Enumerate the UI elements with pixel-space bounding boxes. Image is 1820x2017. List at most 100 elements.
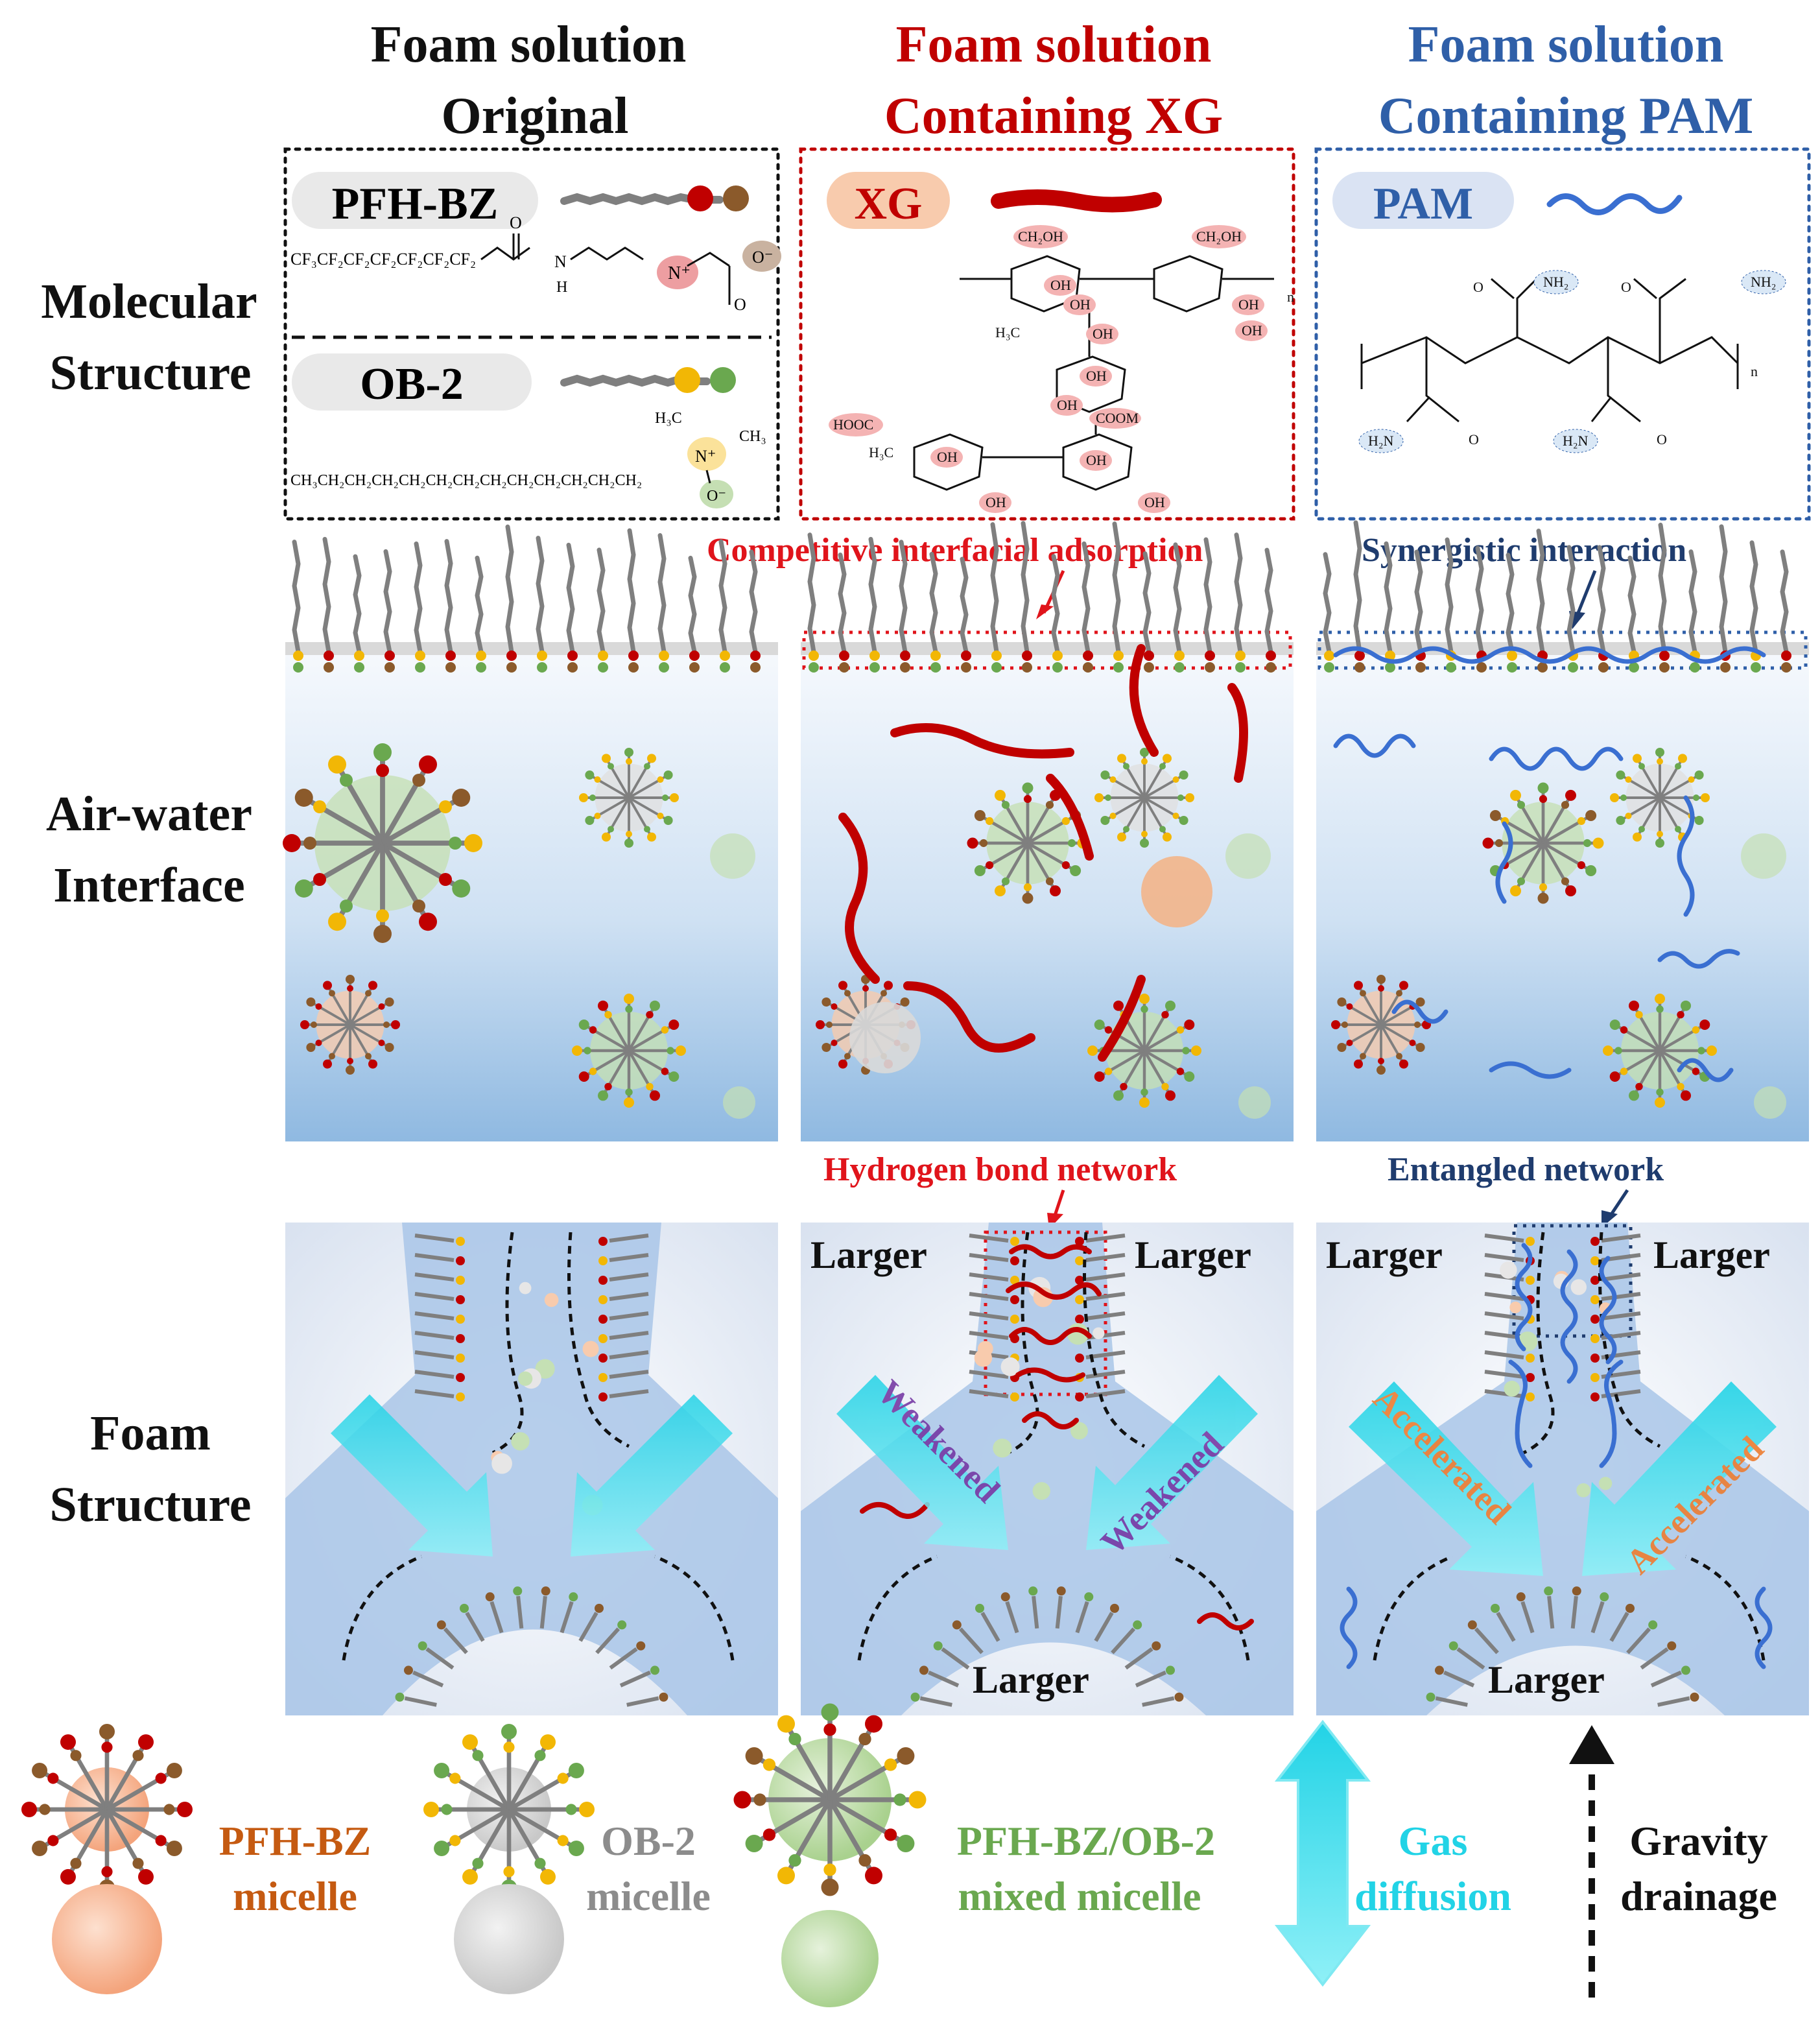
gas-diffusion-label-2: diffusion: [1354, 1873, 1511, 1919]
mixed-micelle-label-1: PFH-BZ/OB-2: [957, 1818, 1215, 1864]
row-label-molecular-1: Molecular: [41, 274, 257, 329]
xg-name: XG: [855, 179, 923, 229]
pam-amide-groups: O NH₂ O NH₂ H₂N O H₂N O n: [1358, 270, 1786, 453]
svg-text:NH₂: NH₂: [1543, 274, 1568, 290]
interface-pfh-micelle: [300, 975, 400, 1075]
interface-ob-micelle: [1610, 748, 1710, 848]
ob-micelle-ball-icon: [454, 1884, 564, 1994]
svg-text:CH₂OH: CH₂OH: [1196, 228, 1242, 245]
svg-text:OH: OH: [1144, 494, 1165, 510]
col1-title-line1: Foam solution: [371, 16, 687, 73]
interface-mixed-micelle: [1482, 782, 1604, 904]
mixed-micelle-label-2: mixed micelle: [958, 1873, 1201, 1919]
svg-text:COOM: COOM: [1096, 410, 1139, 426]
legend-ob-micelle: OB-2 micelle: [423, 1724, 711, 1994]
svg-text:H₂N: H₂N: [1563, 433, 1589, 449]
svg-text:O⁻: O⁻: [752, 248, 774, 267]
foam-surfactants-col3: [1340, 1232, 1773, 1707]
hbond-network-label: Hydrogen bond network: [823, 1151, 1177, 1188]
svg-text:OH: OH: [937, 449, 958, 465]
col3-title-line2: Containing PAM: [1378, 88, 1754, 145]
svg-text:OH: OH: [986, 494, 1006, 510]
interface-mixed-micelle-2: [1603, 994, 1717, 1108]
gas-diffusion-arrow-icon: [1274, 1719, 1371, 1987]
svg-text:OH: OH: [1242, 322, 1262, 339]
svg-text:NH₂: NH₂: [1751, 274, 1776, 290]
interface-ob-micelle: [1094, 748, 1194, 848]
pfh-bz-cation-head-icon: [687, 185, 713, 211]
foam-panel-pam: [1316, 1223, 1809, 1715]
svg-text:N⁺: N⁺: [668, 263, 691, 283]
xg-structure-box: XG CH₂OH CH₂OH OH OH OH OH OH OH OH CO: [799, 147, 1295, 521]
foam-surfactants-col1: [342, 1232, 735, 1707]
gravity-drainage-label-2: drainage: [1620, 1873, 1777, 1919]
legend-mixed-micelle: PFH-BZ/OB-2 mixed micelle: [733, 1703, 1215, 2007]
gravity-drainage-label-1: Gravity: [1629, 1818, 1767, 1864]
svg-text:n: n: [1751, 363, 1758, 379]
interface-panel-pam: [1316, 630, 1809, 1141]
svg-text:OH: OH: [1057, 397, 1078, 413]
svg-text:H₃C: H₃C: [869, 444, 893, 460]
svg-text:O: O: [510, 213, 522, 232]
svg-text:H₃C: H₃C: [995, 324, 1020, 340]
svg-text:N: N: [554, 252, 567, 271]
pfh-ob-structure-box: PFH-BZ CF₃CF₂CF₂CF₂CF₂CF₂CF₂ O N H N⁺ O …: [283, 147, 781, 521]
svg-text:O: O: [1657, 431, 1667, 448]
svg-text:HOOC: HOOC: [833, 416, 873, 433]
pam-chain-icon: [1546, 193, 1683, 215]
svg-text:N⁺: N⁺: [695, 447, 716, 466]
pfh-micelle-label-2: micelle: [233, 1873, 357, 1919]
larger-labels: Larger Larger Larger Larger Larger Large…: [810, 1234, 1770, 1701]
interface-surfactants-col1: [283, 524, 761, 1119]
svg-text:O⁻: O⁻: [707, 488, 726, 505]
svg-text:OH: OH: [1050, 277, 1071, 293]
legend-gravity-drainage: Gravity drainage: [1569, 1725, 1777, 1998]
svg-text:O: O: [734, 295, 746, 314]
svg-text:CH₂OH: CH₂OH: [1018, 228, 1063, 245]
interface-surfactants-col3: [1323, 520, 1791, 1119]
ob2-anion-head-icon: [710, 367, 736, 393]
larger-label-xg-right: Larger: [1135, 1234, 1251, 1276]
larger-label-pam-left: Larger: [1326, 1234, 1443, 1276]
pfh-micelle-label-1: PFH-BZ: [219, 1818, 372, 1864]
svg-text:OH: OH: [1238, 296, 1259, 313]
svg-text:H₂N: H₂N: [1368, 433, 1394, 449]
interface-surfactants-col2: [807, 521, 1276, 1119]
pam-name: PAM: [1373, 179, 1473, 229]
interface-mixed-micelle: [283, 743, 482, 943]
svg-text:H: H: [556, 279, 567, 296]
row-label-interface-1: Air-water: [46, 787, 252, 841]
pfh-bz-anion-head-icon: [723, 185, 749, 211]
ob2-formula: CH₃CH₂CH₂CH₂CH₂CH₂CH₂CH₂CH₂CH₂CH₂CH₂CH₂: [290, 472, 642, 489]
row-label-molecular-2: Structure: [50, 346, 252, 400]
col3-title-line1: Foam solution: [1408, 16, 1724, 73]
synergistic-interaction-label: Synergistic interaction: [1362, 532, 1686, 569]
legend: PFH-BZ micelle OB-2 micelle PFH-BZ/OB-2 …: [21, 1703, 1777, 2007]
mixed-micelle-ball-icon: [781, 1910, 879, 2007]
legend-pfh-micelle-spokes: [21, 1724, 193, 1895]
ob2-name: OB-2: [360, 359, 463, 409]
svg-text:n: n: [1287, 289, 1294, 305]
ob-micelle-label-2: micelle: [586, 1873, 711, 1919]
pfh-bz-name: PFH-BZ: [332, 179, 499, 229]
gas-diffusion-label-1: Gas: [1399, 1818, 1468, 1864]
svg-text:H₃C: H₃C: [655, 410, 682, 427]
foam-panel-original: [285, 1223, 778, 1715]
foam-surfactants-col2: [857, 1232, 1254, 1707]
legend-gas-diffusion: Gas diffusion: [1274, 1719, 1511, 1987]
svg-text:OH: OH: [1070, 296, 1091, 313]
larger-label-xg-left: Larger: [810, 1234, 927, 1276]
interface-mixed-micelle-2: [572, 994, 686, 1108]
col2-title-line2: Containing XG: [884, 88, 1223, 145]
svg-text:CH₃: CH₃: [739, 428, 766, 445]
entangled-network-label: Entangled network: [1388, 1151, 1664, 1188]
foam-decorations: [342, 1232, 1773, 1707]
row-labels: Molecular Structure Air-water Interface …: [41, 274, 257, 1532]
gas-arrows-original: [331, 1394, 733, 1557]
larger-label-xg-bottom: Larger: [973, 1658, 1089, 1701]
pam-structure-box: PAM O NH₂ O NH₂ H₂N O H₂N O n: [1314, 147, 1811, 521]
xg-hydroxyl-groups: CH₂OH CH₂OH OH OH OH OH OH OH OH COOM HO…: [829, 225, 1294, 513]
pfh-bz-tail-icon: [560, 193, 724, 206]
pfh-micelle-ball-icon: [52, 1884, 162, 1994]
